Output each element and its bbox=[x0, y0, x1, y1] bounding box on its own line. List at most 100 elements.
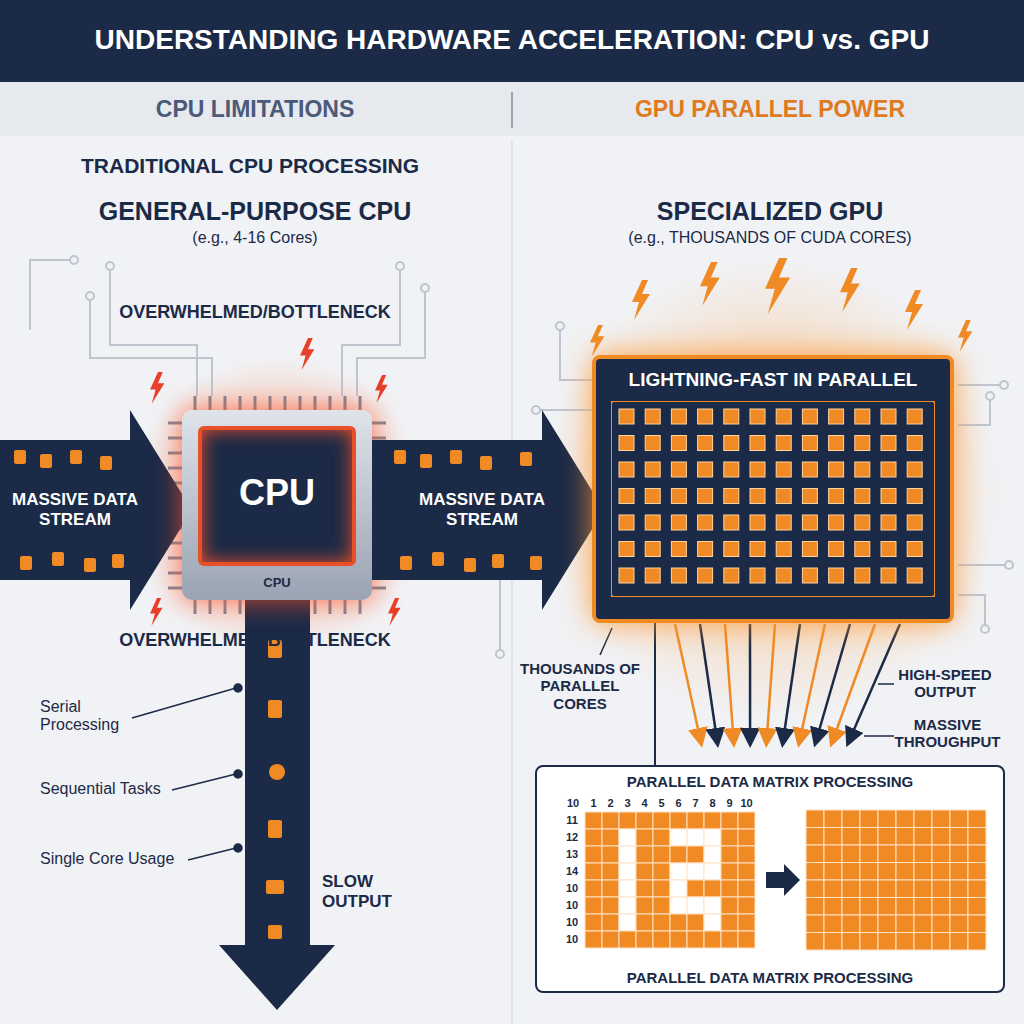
gpu-core bbox=[671, 515, 686, 530]
matrix-cell bbox=[860, 915, 878, 933]
data-icon bbox=[20, 556, 32, 570]
data-icon bbox=[100, 456, 112, 470]
gpu-core bbox=[829, 409, 844, 424]
matrix-cell bbox=[950, 810, 968, 828]
gpu-core bbox=[907, 462, 922, 477]
column-number: 6 bbox=[668, 797, 689, 810]
trace-end bbox=[106, 262, 114, 270]
matrix-cell bbox=[932, 880, 950, 898]
matrix-cell bbox=[619, 863, 636, 880]
matrix-cell bbox=[806, 863, 824, 881]
subheading: TRADITIONAL CPU PROCESSING bbox=[50, 154, 450, 178]
leader-line bbox=[878, 683, 894, 685]
stroke bbox=[168, 452, 182, 455]
matrix-cell bbox=[968, 863, 986, 881]
gpu-core bbox=[881, 515, 896, 530]
matrix-cell bbox=[932, 810, 950, 828]
gpu-core bbox=[645, 542, 660, 557]
matrix-cell bbox=[878, 880, 896, 898]
matrix-cell bbox=[670, 914, 687, 931]
circuit-traces bbox=[30, 260, 70, 330]
chip-label: CPU bbox=[182, 576, 372, 591]
stroke bbox=[372, 587, 386, 590]
matrix-cell bbox=[636, 829, 653, 846]
matrix-cell bbox=[653, 897, 670, 914]
gpu-core bbox=[855, 542, 870, 557]
matrix-cell bbox=[806, 898, 824, 916]
matrix-cell bbox=[950, 915, 968, 933]
matrix-cell bbox=[687, 931, 704, 948]
gpu-core bbox=[619, 462, 634, 477]
matrix-cell bbox=[670, 846, 687, 863]
matrix-cell bbox=[687, 863, 704, 880]
matrix-cell bbox=[602, 863, 619, 880]
gpu-core bbox=[671, 436, 686, 451]
matrix-cell bbox=[653, 931, 670, 948]
matrix-cell bbox=[878, 933, 896, 951]
matrix-cell bbox=[704, 812, 721, 829]
stroke bbox=[224, 600, 227, 614]
callout-label: MASSIVE THROUGHPUT bbox=[880, 716, 1015, 751]
matrix-cell bbox=[806, 880, 824, 898]
matrix-cell bbox=[653, 880, 670, 897]
matrix-cell bbox=[704, 863, 721, 880]
matrix-grid bbox=[806, 810, 986, 950]
stroke bbox=[344, 396, 347, 410]
matrix-cell bbox=[636, 880, 653, 897]
matrix-cell bbox=[860, 863, 878, 881]
circuit-traces bbox=[342, 270, 400, 396]
matrix-cell bbox=[860, 828, 878, 846]
title-bar bbox=[0, 0, 1024, 82]
matrix-cell bbox=[842, 810, 860, 828]
stroke bbox=[168, 467, 182, 470]
matrix-cell bbox=[653, 812, 670, 829]
matrix-cell bbox=[704, 829, 721, 846]
gpu-core bbox=[724, 568, 739, 583]
stroke bbox=[194, 600, 197, 614]
matrix-cell bbox=[950, 880, 968, 898]
gpu-core bbox=[671, 489, 686, 504]
gpu-core bbox=[776, 436, 791, 451]
data-icon bbox=[84, 558, 96, 572]
matrix-cell bbox=[585, 846, 602, 863]
circuit-traces bbox=[958, 595, 985, 625]
warning-label: OVERWHELMED/BOTTLENECK bbox=[40, 630, 470, 651]
matrix-cell bbox=[842, 933, 860, 951]
matrix-cell bbox=[842, 863, 860, 881]
matrix-cell bbox=[687, 846, 704, 863]
gpu-core bbox=[750, 542, 765, 557]
stroke bbox=[168, 557, 182, 560]
matrix-cell bbox=[896, 828, 914, 846]
section-heading: GPU PARALLEL POWER bbox=[590, 96, 950, 122]
matrix-cell bbox=[824, 845, 842, 863]
circuit-traces bbox=[958, 384, 1000, 386]
matrix-panel bbox=[535, 765, 1005, 993]
column-number: 9 bbox=[719, 797, 740, 810]
matrix-cell bbox=[806, 845, 824, 863]
matrix-cell bbox=[932, 915, 950, 933]
gpu-core bbox=[724, 515, 739, 530]
column-number: 4 bbox=[634, 797, 655, 810]
leader-line bbox=[234, 844, 242, 852]
matrix-cell bbox=[968, 915, 986, 933]
matrix-cell bbox=[932, 933, 950, 951]
chip-label: CPU bbox=[182, 472, 372, 513]
gpu-core bbox=[855, 409, 870, 424]
gpu-core bbox=[907, 436, 922, 451]
matrix-cell bbox=[896, 898, 914, 916]
matrix-cell bbox=[824, 880, 842, 898]
matrix-cell bbox=[636, 931, 653, 948]
matrix-cell bbox=[653, 846, 670, 863]
data-icon bbox=[530, 556, 542, 570]
gpu-core bbox=[619, 489, 634, 504]
gpu-core bbox=[724, 409, 739, 424]
gpu-core bbox=[855, 489, 870, 504]
stroke bbox=[314, 396, 317, 410]
stream-label: MASSIVE DATA STREAM bbox=[10, 490, 140, 529]
matrix-cell bbox=[619, 914, 636, 931]
matrix-cell bbox=[842, 915, 860, 933]
title: UNDERSTANDING HARDWARE ACCELERATION: CPU… bbox=[0, 24, 1024, 56]
stroke bbox=[784, 624, 801, 738]
column-number: 10 bbox=[562, 797, 584, 810]
gpu-core bbox=[698, 409, 713, 424]
